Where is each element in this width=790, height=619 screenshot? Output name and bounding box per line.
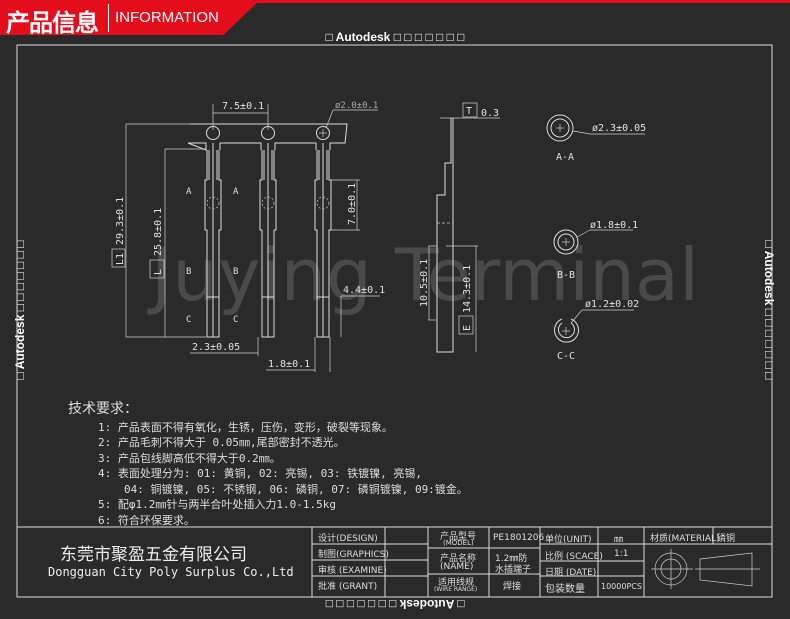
section-mark-a-right: A: [233, 187, 239, 197]
pin-outline: [314, 143, 332, 338]
grant-label: 批准 (GRANT): [318, 582, 378, 592]
note-item: 5: 配φ1.2㎜针与两半合叶处插入力1.0-1.5kg: [98, 498, 336, 511]
pin-hidden-hole: [316, 196, 330, 210]
pack-label: 包装数量: [545, 584, 585, 595]
dim-block: 7.0±0.1: [347, 183, 358, 225]
graphics-label: 制图(GRAPHICS): [318, 550, 389, 560]
section-mark-a-left: A: [186, 187, 192, 197]
note-item: 2: 产品毛刺不得大于 0.05㎜,尾部密封不透光。: [98, 436, 345, 449]
dim-slot: 4.4±0.1: [343, 285, 385, 296]
dim-E-label: E: [462, 325, 473, 331]
dim-aa: ø2.3±0.05: [592, 123, 646, 134]
header-divider: [108, 4, 109, 32]
note-item: 04: 铜镀镍, 05: 不锈钢, 06: 磷铜, 07: 磷铜镀镍, 09:镀…: [124, 482, 468, 496]
pin-hidden-hole: [206, 196, 220, 210]
front-dimensions: 7.5±0.1 ø2.0±0.1 L1 29.3±0.1 L 25.8±0.1 …: [111, 101, 385, 372]
note-item: 6: 符合环保要求。: [98, 513, 195, 527]
dim-cc: ø1.2±0.02: [585, 299, 639, 310]
dim-L1-label: L1: [115, 253, 126, 265]
dim-T: 0.3: [481, 108, 499, 119]
notes-title: 技术要求：: [68, 401, 138, 417]
section-label-cc: C-C: [557, 351, 575, 362]
name-value-2: 水插端子: [495, 565, 532, 575]
unit-label: 单位(UNIT): [545, 535, 592, 545]
material-label: 材质(MATERIAL): [650, 534, 720, 544]
technical-requirements: 技术要求： 1: 产品表面不得有氧化，生锈，压伤，变形，破裂等现象。 2: 产品…: [68, 401, 468, 528]
model-label-en: (MODEL): [443, 539, 474, 547]
dim-hole: ø2.0±0.1: [335, 101, 378, 111]
watermark: Juying Terminal: [147, 233, 699, 317]
header-title-en: INFORMATION: [115, 9, 219, 26]
note-item: 3: 产品包线脚高低不得大于0.2㎜。: [98, 451, 281, 465]
section-mark-b-right: B: [233, 267, 238, 277]
pin-outline: [204, 143, 222, 338]
dim-width: 2.3±0.05: [192, 342, 240, 353]
dim-pin: 1.8±0.1: [268, 359, 310, 370]
wire-label: 适用线规: [438, 578, 475, 588]
section-mark-c-right: C: [233, 315, 238, 325]
header-title-cn: 产品信息: [6, 9, 99, 37]
section-bb: ø1.8±0.1 B-B: [553, 220, 638, 281]
header-red-tab: [0, 0, 260, 35]
dim-pitch: 7.5±0.1: [222, 101, 264, 112]
name-label-en: (NAME): [440, 562, 474, 572]
section-label-bb: B-B: [557, 270, 575, 281]
wire-value: 焊接: [503, 582, 522, 592]
wire-label-en: (WIRE RANGE): [434, 586, 478, 593]
section-mark-b-left: B: [186, 267, 191, 277]
design-label: 设计(DESIGN): [318, 534, 378, 544]
unit-value: ㎜: [614, 535, 624, 545]
header-accent-line: [0, 0, 790, 3]
dim-T-label: T: [466, 106, 472, 117]
title-block-grid: [17, 526, 772, 597]
date-label: 日期 (DATE): [545, 568, 597, 578]
note-item: 4: 表面处理分为: 01: 黄铜, 02: 亮锡, 03: 铁镀镍, 亮锡,: [98, 467, 422, 480]
dim-L-label: L: [153, 269, 164, 275]
drawing-frame: [16, 44, 773, 598]
pin-outline: [259, 143, 277, 338]
terminal-front-view: [187, 123, 348, 338]
model-value: PE1801206: [493, 533, 545, 543]
section-aa: ø2.3±0.05 A-A: [546, 114, 646, 163]
company-name-cn: 东莞市聚盈五金有限公司: [60, 545, 247, 565]
section-cc: ø1.2±0.02 C-C: [554, 299, 639, 362]
name-value-1: 1.2㎜防: [495, 554, 528, 564]
company-name-en: Dongguan City Poly Surplus Co.,Ltd: [48, 565, 294, 579]
dim-L1: 29.3±0.1: [115, 197, 126, 245]
pack-value: 10000PCS: [601, 582, 642, 591]
pin-hidden-hole: [261, 196, 275, 210]
dim-E: 14.3±0.1: [462, 265, 473, 313]
header-bar: 产品信息 INFORMATION: [0, 0, 790, 37]
material-value: 磷铜: [717, 534, 736, 544]
examine-label: 审核 (EXAMINE): [318, 566, 387, 576]
scale-label: 比例 (SCACE): [545, 552, 603, 562]
dim-bb: ø1.8±0.1: [590, 220, 638, 231]
name-label: 产品名称: [440, 554, 477, 564]
scale-value: 1:1: [614, 549, 629, 559]
model-label: 产品型号: [440, 532, 477, 542]
font-warning-top: □ Autodesk □ □ □ □ □ □ □: [325, 30, 465, 44]
dim-L: 25.8±0.1: [153, 208, 164, 256]
terminal-side-view: T 0.3 10.5±0.1 E 14.3±0.1: [419, 102, 500, 353]
note-item: 1: 产品表面不得有氧化，生锈，压伤，变形，破裂等现象。: [98, 420, 393, 434]
section-mark-c-left: C: [186, 315, 191, 325]
dim-d1: 10.5±0.1: [419, 259, 430, 307]
section-label-aa: A-A: [556, 152, 574, 163]
